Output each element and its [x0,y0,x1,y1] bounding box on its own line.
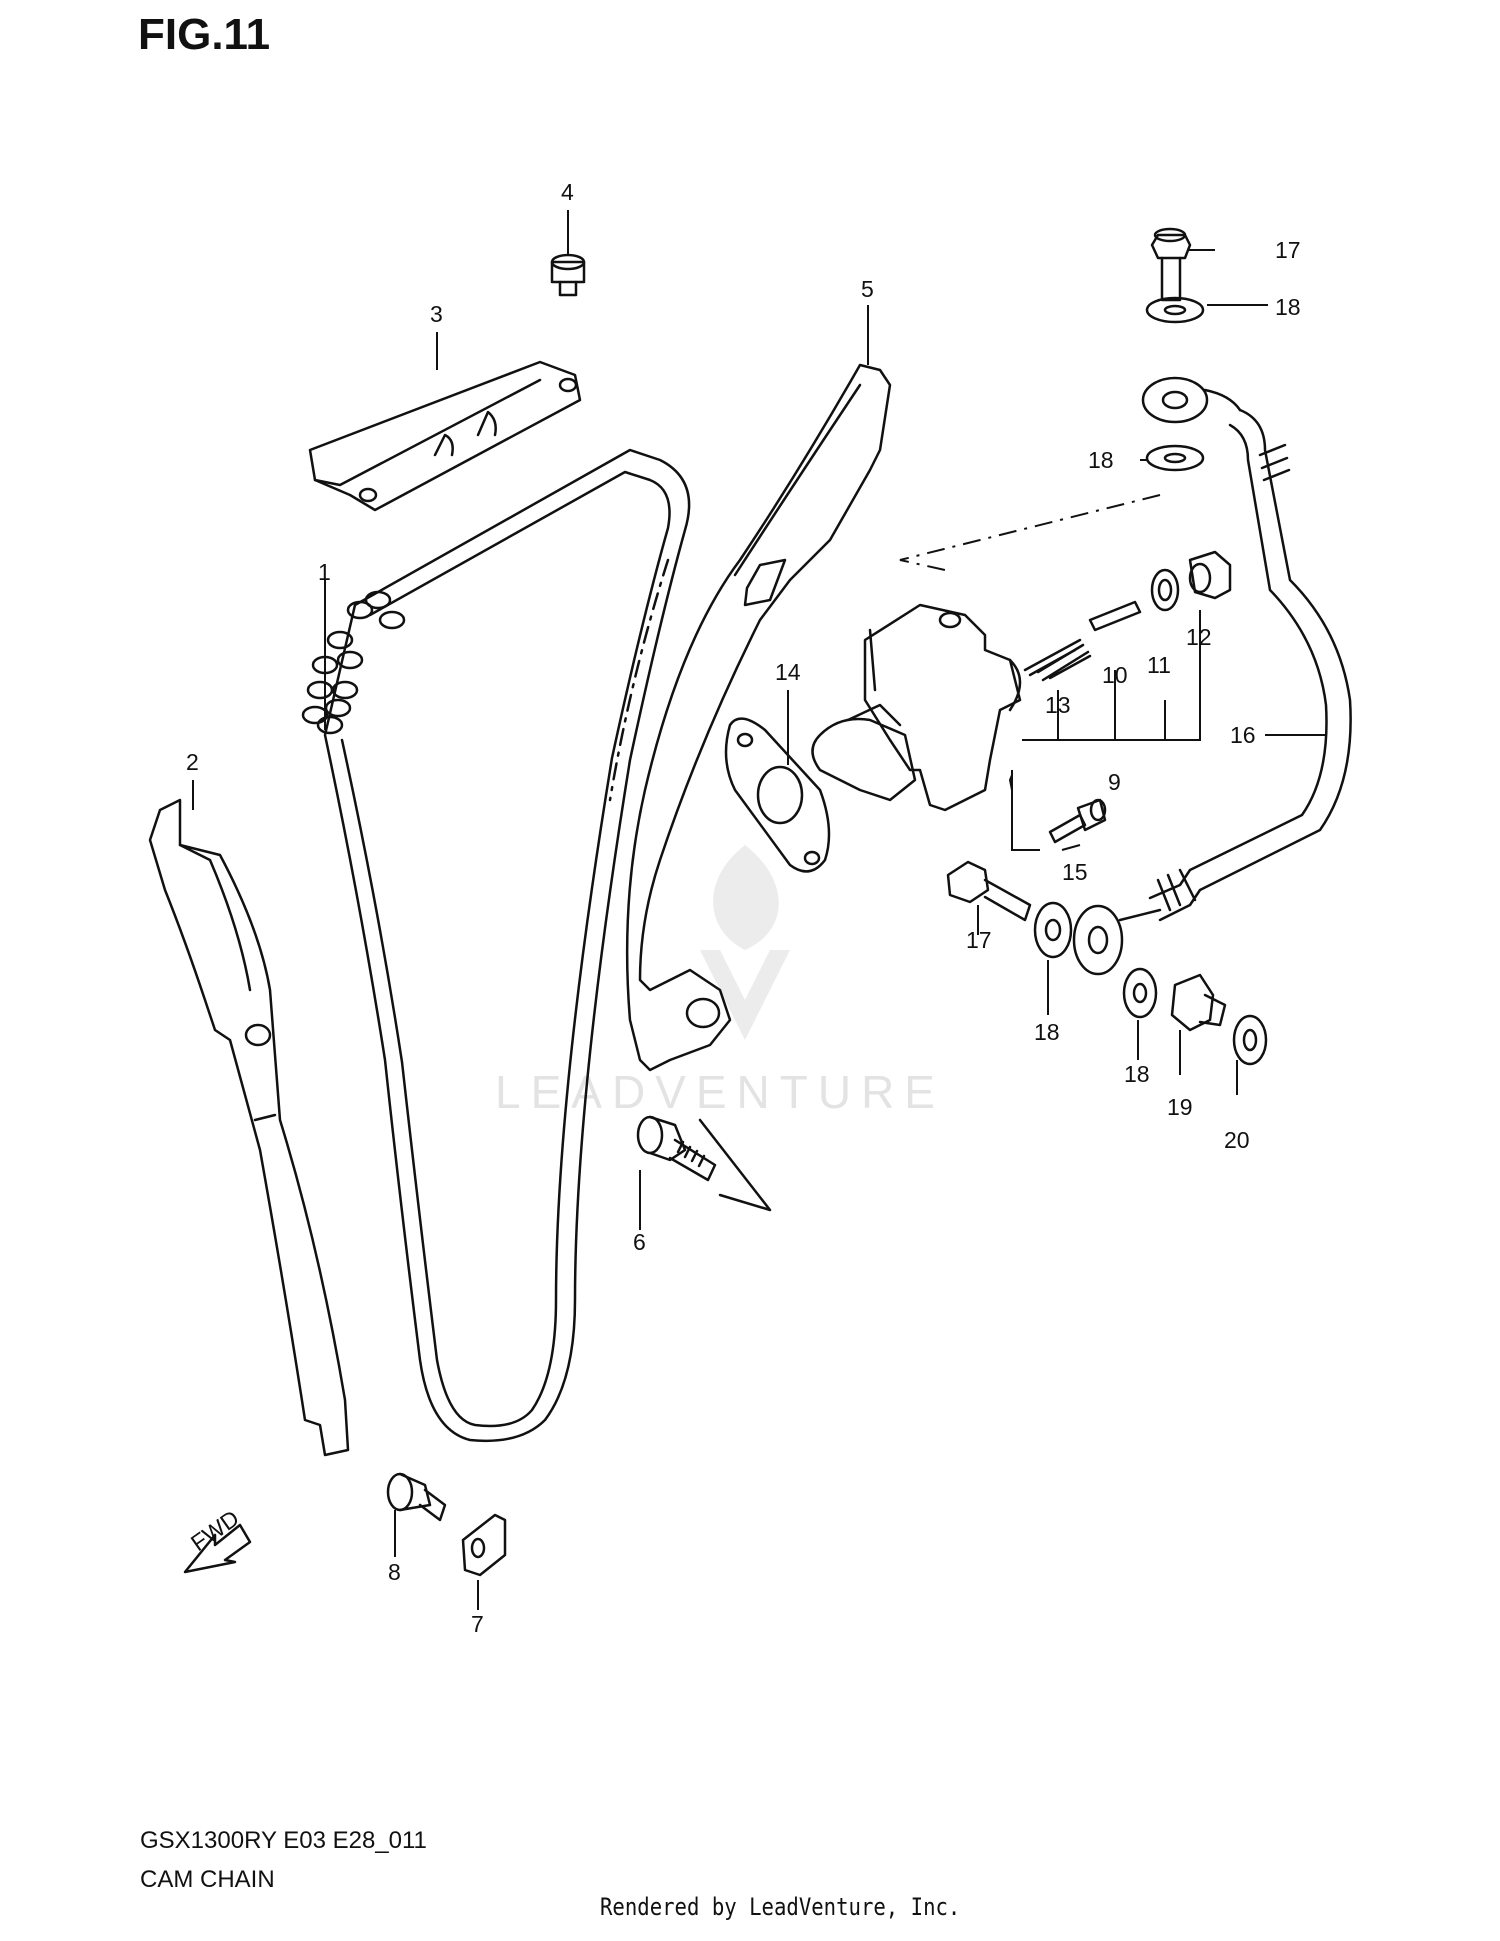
callout-6: 6 [633,1229,646,1255]
watermark-flame-icon [713,845,779,950]
rendered-by: Rendered by LeadVenture, Inc. [600,1893,961,1921]
watermark-text: LEADVENTURE [495,1066,945,1118]
washer-part-18-c [1033,901,1073,959]
washer-part-18-b [1145,444,1205,472]
callout-8: 8 [388,1559,401,1585]
callout-18-d: 18 [1124,1061,1150,1087]
plate-part-7 [461,1513,507,1577]
watermark-v-icon [700,950,790,1040]
model-code: GSX1300RY E03 E28_011 [140,1827,427,1854]
callout-18-a: 18 [1275,294,1301,320]
callout-17-upper: 17 [1275,237,1301,263]
upper-chain-guide [308,360,582,512]
callout-4: 4 [561,179,574,205]
washer-part-18-d [1122,967,1158,1019]
callout-18-b: 18 [1088,447,1114,473]
bolt-part-6 [636,1115,772,1212]
callout-7: 7 [471,1611,484,1637]
gasket-part-14 [724,717,831,873]
rod-part-10 [1088,600,1142,632]
callout-20: 20 [1224,1127,1250,1153]
washer-part-11 [1150,568,1180,612]
leader-lines [192,210,1325,1610]
tensioner-guide [608,363,892,1072]
callout-18-c: 18 [1034,1019,1060,1045]
watermark: LEADVENTURE [495,845,945,1118]
bolt-part-15 [1048,798,1107,844]
spring-part-13 [1023,638,1092,682]
washer-part-20 [1232,1014,1268,1066]
fwd-arrow-icon [183,1523,252,1574]
section-name: CAM CHAIN [140,1866,275,1893]
callout-17-lower: 17 [966,927,992,953]
banjo-fitting-lower [1072,904,1162,976]
cap-bolt-part-12 [1188,550,1232,600]
cam-chain [301,448,691,1443]
callout-13: 13 [1045,692,1071,718]
figure-title: FIG.11 [138,10,271,59]
callout-1: 1 [318,559,331,585]
callout-16: 16 [1230,722,1256,748]
washer-part-18-a [1145,296,1205,324]
plug-bolt-part-19 [1170,973,1227,1032]
callout-15: 15 [1062,859,1088,885]
callout-labels: 1 2 3 4 5 6 7 8 9 10 11 12 13 14 15 16 1… [186,179,1301,1637]
callout-12: 12 [1186,624,1212,650]
banjo-fitting-upper [1141,376,1242,424]
callout-5: 5 [861,276,874,302]
callout-14: 14 [775,659,801,685]
bolt-part-8 [386,1472,447,1522]
callout-11: 11 [1147,652,1171,678]
callout-3: 3 [430,301,443,327]
callout-9: 9 [1108,769,1121,795]
callout-19: 19 [1167,1094,1193,1120]
banjo-bolt-upper [1150,227,1192,302]
fwd-label: FWD [186,1505,244,1556]
oil-hose-part-16 [1148,408,1352,922]
callout-2: 2 [186,749,199,775]
callout-10: 10 [1102,662,1128,688]
screw-part-4 [550,253,586,297]
chain-guide-left [148,798,350,1457]
banjo-bolt-lower [946,860,1032,922]
tensioner-body [811,603,1022,812]
